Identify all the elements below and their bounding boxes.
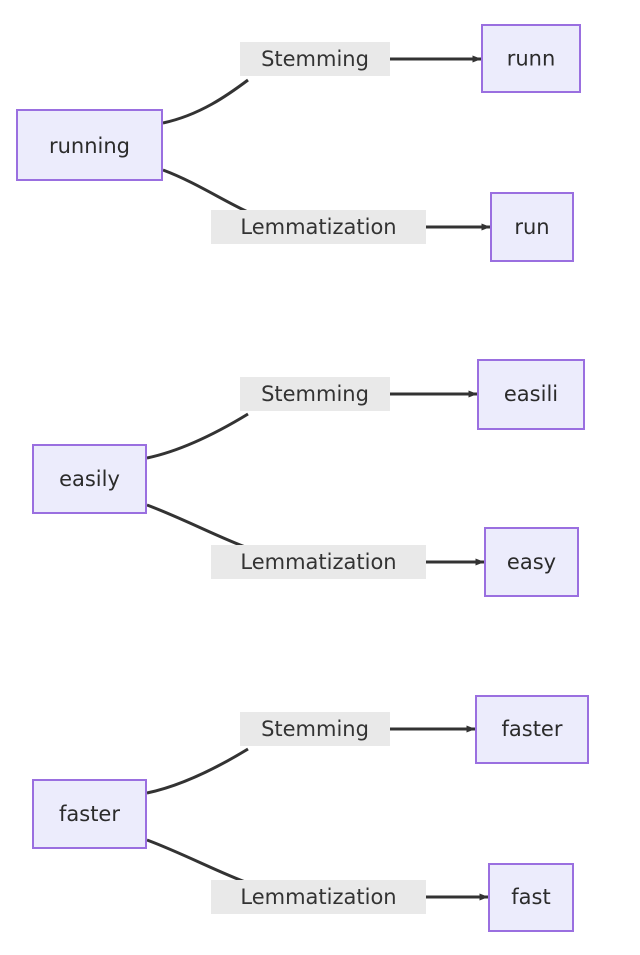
edge-running-stemming xyxy=(162,78,249,125)
edge-easily-lemmatization xyxy=(146,503,249,550)
node-box xyxy=(488,863,574,932)
node-label: fast xyxy=(511,885,550,909)
label-background xyxy=(211,880,426,914)
label-text: Lemmatization xyxy=(240,885,396,909)
node-source-running[interactable]: running xyxy=(16,109,163,181)
node-source-easily[interactable]: easily xyxy=(32,444,147,514)
node-box xyxy=(475,695,589,764)
label-text: Lemmatization xyxy=(240,215,396,239)
node-target-easili[interactable]: easili xyxy=(477,359,585,430)
node-target-faster[interactable]: faster xyxy=(475,695,589,764)
group-running: running Stemming Lemmatization runn run xyxy=(16,24,581,262)
edge-label-easily-stemming: Stemming xyxy=(240,377,390,411)
edge-label-running-stemming: Stemming xyxy=(240,42,390,76)
node-label: easily xyxy=(59,467,120,491)
node-box xyxy=(32,779,147,849)
edge-faster-stemming xyxy=(146,747,249,795)
edge-easily-stemming xyxy=(146,412,249,460)
label-background xyxy=(211,545,426,579)
label-background xyxy=(240,42,390,76)
label-background xyxy=(240,712,390,746)
node-box xyxy=(16,109,163,181)
node-label: running xyxy=(49,134,130,158)
node-label: faster xyxy=(502,717,563,741)
node-label: easy xyxy=(507,550,556,574)
node-box xyxy=(481,24,581,93)
group-faster: faster Stemming Lemmatization faster fas… xyxy=(32,695,589,932)
node-target-runn[interactable]: runn xyxy=(481,24,581,93)
group-easily: easily Stemming Lemmatization easili eas… xyxy=(32,359,585,597)
label-background xyxy=(240,377,390,411)
edge-label-faster-stemming: Stemming xyxy=(240,712,390,746)
label-background xyxy=(211,210,426,244)
node-box xyxy=(490,192,574,262)
label-text: Stemming xyxy=(261,717,369,741)
edge-label-faster-lemmatization: Lemmatization xyxy=(211,880,426,914)
node-target-easy[interactable]: easy xyxy=(484,527,579,597)
edge-running-lemmatization xyxy=(162,168,249,214)
node-label: easili xyxy=(504,382,558,406)
label-text: Stemming xyxy=(261,47,369,71)
edge-label-running-lemmatization: Lemmatization xyxy=(211,210,426,244)
node-label: faster xyxy=(59,802,120,826)
label-text: Lemmatization xyxy=(240,550,396,574)
node-box xyxy=(477,359,585,430)
edge-label-easily-lemmatization: Lemmatization xyxy=(211,545,426,579)
node-box xyxy=(484,527,579,597)
node-label: run xyxy=(514,215,549,239)
edge-faster-lemmatization xyxy=(146,838,249,885)
node-box xyxy=(32,444,147,514)
node-label: runn xyxy=(507,47,556,71)
node-target-run[interactable]: run xyxy=(490,192,574,262)
node-target-fast[interactable]: fast xyxy=(488,863,574,932)
label-text: Stemming xyxy=(261,382,369,406)
node-source-faster[interactable]: faster xyxy=(32,779,147,849)
